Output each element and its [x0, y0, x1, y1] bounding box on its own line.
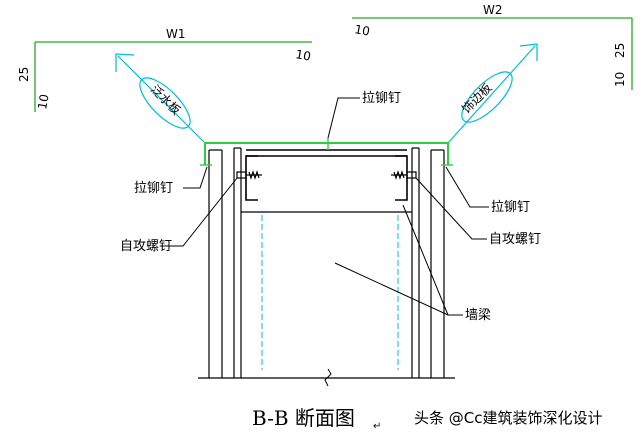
left-screw [236, 170, 262, 180]
dimension-lines [34, 17, 633, 112]
rivet-right-label: 拉铆钉 [491, 200, 530, 215]
left-side-value: 10 [35, 93, 51, 110]
right-height-label: 25 [613, 43, 627, 58]
beam-label: 墙梁 [465, 308, 491, 323]
right-width-label: W2 [483, 3, 503, 17]
rivet-top-label: 拉铆钉 [362, 91, 401, 106]
left-top-value: 10 [294, 47, 311, 63]
flashing-label: 泛水板 [148, 82, 183, 117]
title-mark: ↵ [373, 421, 381, 432]
beam-channel [245, 149, 408, 201]
inner-guides [261, 215, 399, 370]
rivet-left-label: 拉铆钉 [134, 181, 173, 196]
screw-left-label: 自攻螺钉 [120, 239, 172, 254]
top-rivet [324, 138, 332, 150]
break-mark [324, 368, 332, 387]
screw-right-label: 自攻螺钉 [489, 232, 541, 247]
left-height-label: 25 [17, 67, 31, 82]
trim-right-leader [447, 43, 538, 144]
flashing-left-leader [115, 53, 206, 144]
left-width-label: W1 [166, 27, 186, 41]
right-screw [391, 170, 417, 180]
right-top-value: 10 [353, 22, 370, 38]
section-title: B-B 断面图 [252, 406, 355, 430]
watermark-text: 头条 @Cc建筑装饰深化设计 [414, 409, 603, 427]
leaders [160, 97, 489, 316]
right-side-value: 10 [613, 72, 627, 87]
wall-columns [198, 147, 455, 379]
